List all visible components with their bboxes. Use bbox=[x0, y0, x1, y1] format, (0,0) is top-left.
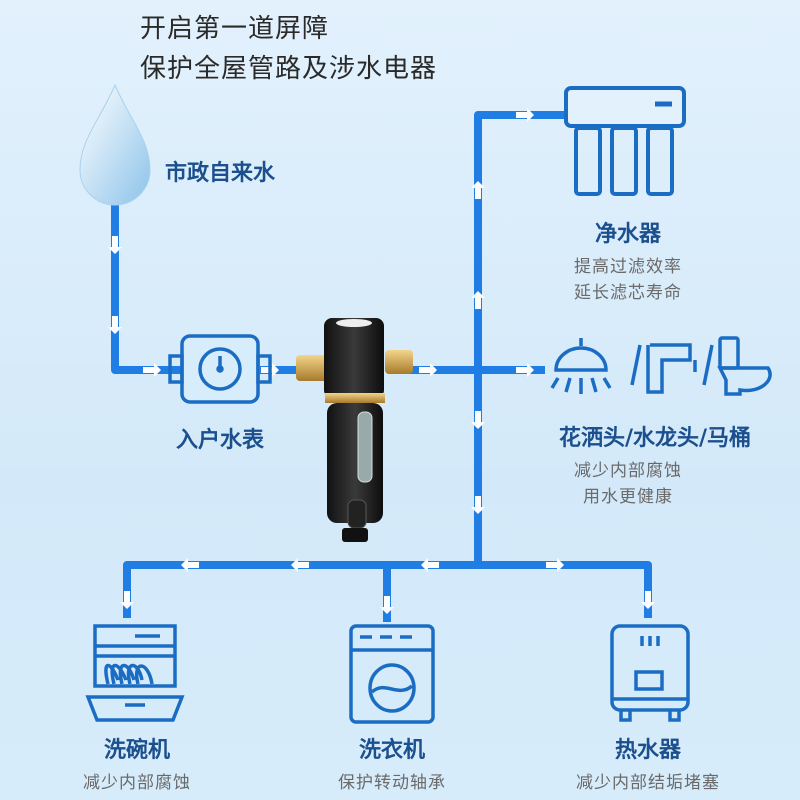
fixtures-desc-2: 用水更健康 bbox=[583, 487, 673, 507]
heater-label: 热水器 bbox=[614, 738, 682, 763]
heater-desc: 减少内部结垢堵塞 bbox=[576, 773, 720, 793]
water-heater-icon bbox=[610, 624, 690, 722]
shower-icon bbox=[550, 338, 612, 394]
purifier-desc-2: 延长滤芯寿命 bbox=[574, 283, 682, 303]
fixtures-label: 花洒头/水龙头/马桶 bbox=[558, 426, 752, 451]
separator-slash bbox=[702, 344, 714, 386]
dishwasher-label: 洗碗机 bbox=[103, 738, 171, 763]
pre-filter-product bbox=[296, 318, 413, 542]
dishwasher-desc: 减少内部腐蚀 bbox=[83, 773, 191, 793]
title-line2: 保护全屋管路及涉水电器 bbox=[140, 54, 438, 84]
washing-machine-icon bbox=[349, 624, 435, 724]
purifier-label: 净水器 bbox=[594, 222, 662, 247]
water-drop-icon bbox=[79, 83, 151, 206]
dishwasher-icon bbox=[85, 624, 185, 722]
toilet-icon bbox=[717, 336, 772, 396]
pipe-main bbox=[474, 111, 566, 565]
source-label: 市政自来水 bbox=[165, 161, 276, 186]
meter-label: 入户水表 bbox=[175, 428, 265, 453]
purifier-desc-1: 提高过滤效率 bbox=[574, 257, 682, 277]
water-meter-icon bbox=[168, 334, 272, 404]
pipe-source bbox=[111, 198, 182, 374]
washer-desc: 保护转动轴承 bbox=[338, 773, 446, 793]
fixtures-desc-1: 减少内部腐蚀 bbox=[574, 461, 682, 481]
separator-slash bbox=[630, 344, 642, 386]
water-purifier-icon bbox=[564, 86, 686, 196]
title-line1: 开启第一道屏障 bbox=[140, 14, 330, 44]
washer-label: 洗衣机 bbox=[358, 738, 426, 763]
faucet-icon bbox=[646, 343, 697, 394]
